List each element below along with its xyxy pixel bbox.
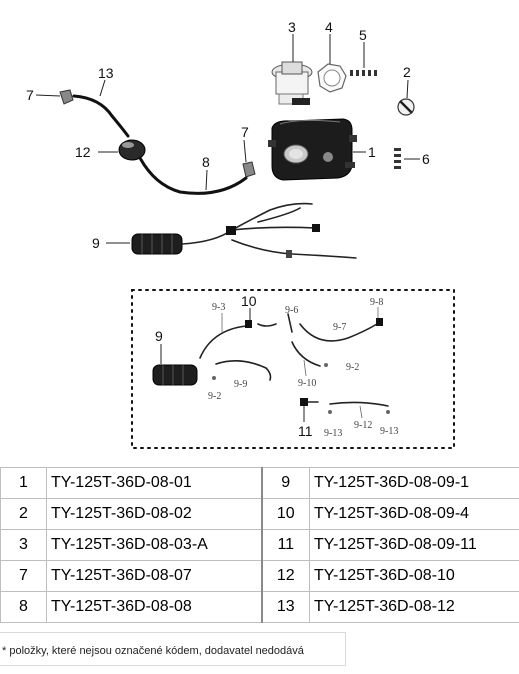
clamp-9-2-left xyxy=(212,376,216,380)
part-code: TY-125T-36D-08-02 xyxy=(46,498,262,530)
part-code: TY-125T-36D-08-07 xyxy=(46,560,262,592)
clamp-9-13-left xyxy=(328,410,332,414)
detail-callout-9: 9 xyxy=(155,328,163,344)
callout-12: 12 xyxy=(75,144,91,160)
part-number: 10 xyxy=(260,498,310,530)
part-number: 11 xyxy=(260,529,310,561)
callout-1: 1 xyxy=(368,144,376,160)
callout-6: 6 xyxy=(422,151,430,167)
callout-4: 4 xyxy=(325,19,333,35)
exploded-parts-diagram: 3 4 5 2 1 6 7 xyxy=(26,19,455,449)
callout-8: 8 xyxy=(202,154,210,170)
callout-7-right: 7 xyxy=(241,124,249,140)
part-number: 3 xyxy=(0,529,47,561)
gasket-part-4 xyxy=(317,63,347,93)
detail-wire-9-3 xyxy=(199,325,247,359)
label-9-2-right: 9-2 xyxy=(346,362,359,373)
screws-part-5 xyxy=(350,70,377,76)
label-9-13-left: 9-13 xyxy=(324,428,342,439)
parts-table: 1 TY-125T-36D-08-01 9 TY-125T-36D-08-09-… xyxy=(0,467,519,623)
part-code: TY-125T-36D-08-10 xyxy=(309,560,519,592)
label-9-12: 9-12 xyxy=(354,420,372,431)
label-9-2-left: 9-2 xyxy=(208,391,221,402)
label-9-3: 9-3 xyxy=(212,302,225,313)
hose-clip-part-7-right xyxy=(242,161,256,178)
fuel-hose-part-13 xyxy=(72,94,130,138)
label-9-10: 9-10 xyxy=(298,378,316,389)
part-code: TY-125T-36D-08-09-4 xyxy=(309,498,519,530)
part-number: 1 xyxy=(0,467,47,499)
table-row: 8 TY-125T-36D-08-08 13 TY-125T-36D-08-12 xyxy=(0,591,519,623)
fuel-filter-part-12 xyxy=(118,139,146,161)
detail-wire-9-12 xyxy=(329,401,389,407)
part-code: TY-125T-36D-08-03-A xyxy=(46,529,262,561)
footnote: * položky, které nejsou označené kódem, … xyxy=(0,632,346,666)
part-number: 12 xyxy=(260,560,310,592)
part-code: TY-125T-36D-08-09-1 xyxy=(309,467,519,499)
part-number: 7 xyxy=(0,560,47,592)
detail-callout-11: 11 xyxy=(298,423,313,439)
callout-5: 5 xyxy=(359,27,367,43)
part-number: 8 xyxy=(0,591,47,623)
clamp-9-13-right xyxy=(386,410,390,414)
connector-11 xyxy=(300,398,308,406)
label-9-7: 9-7 xyxy=(333,322,346,333)
detail-wire-9-9 xyxy=(215,360,272,381)
detail-canister xyxy=(152,364,198,386)
detail-wire-9-7 xyxy=(299,321,381,342)
label-9-9: 9-9 xyxy=(234,379,247,390)
detail-wire-9-6 xyxy=(287,313,293,333)
part-code: TY-125T-36D-08-08 xyxy=(46,591,262,623)
hose-clip-part-7-left xyxy=(59,89,74,105)
fuel-cap-part-2 xyxy=(397,98,415,116)
part-code: TY-125T-36D-08-01 xyxy=(46,467,262,499)
wire-connector xyxy=(226,226,236,235)
table-row: 2 TY-125T-36D-08-02 10 TY-125T-36D-08-09… xyxy=(0,498,519,530)
callout-9: 9 xyxy=(92,235,100,251)
table-row: 1 TY-125T-36D-08-01 9 TY-125T-36D-08-09-… xyxy=(0,467,519,499)
part-number: 2 xyxy=(0,498,47,530)
detail-callout-10: 10 xyxy=(241,293,257,309)
part-code: TY-125T-36D-08-12 xyxy=(309,591,519,623)
fuel-pump-part-3 xyxy=(271,61,313,105)
fuel-tank-part-1 xyxy=(268,118,357,181)
harness-wires xyxy=(181,202,357,259)
label-9-6: 9-6 xyxy=(285,305,298,316)
fuel-hose-part-8 xyxy=(138,156,248,195)
evap-canister-part-9 xyxy=(131,233,183,255)
callout-13: 13 xyxy=(98,65,114,81)
wire-connector xyxy=(286,250,292,258)
connector-10 xyxy=(245,320,252,328)
callout-2: 2 xyxy=(403,64,411,80)
table-row: 3 TY-125T-36D-08-03-A 11 TY-125T-36D-08-… xyxy=(0,529,519,561)
wire-connector xyxy=(312,224,320,232)
label-9-8: 9-8 xyxy=(370,297,383,308)
bolts-part-6 xyxy=(394,148,401,169)
detail-box xyxy=(131,289,455,449)
detail-wire-9-10 xyxy=(291,341,321,367)
connector-9-8 xyxy=(376,318,383,326)
label-9-13-right: 9-13 xyxy=(380,426,398,437)
detail-short-wire xyxy=(257,323,277,327)
part-number: 13 xyxy=(260,591,310,623)
callout-3: 3 xyxy=(288,19,296,35)
table-row: 7 TY-125T-36D-08-07 12 TY-125T-36D-08-10 xyxy=(0,560,519,592)
callout-7-left: 7 xyxy=(26,87,34,103)
part-number: 9 xyxy=(260,467,310,499)
clamp-9-2-right xyxy=(324,363,328,367)
part-code: TY-125T-36D-08-09-11 xyxy=(309,529,519,561)
